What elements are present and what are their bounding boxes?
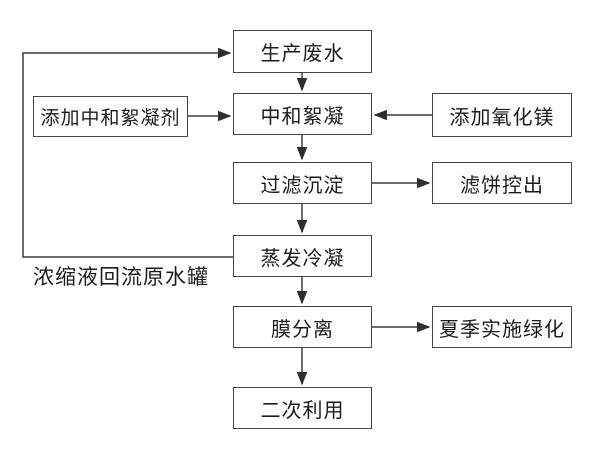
recycle-loop-annotation: 浓缩液回流原水罐 [33, 265, 209, 289]
node-evaporation-condensation: 蒸发冷凝 [233, 235, 372, 277]
node-membrane-separation: 膜分离 [233, 306, 372, 348]
node-filtration-sedimentation: 过滤沉淀 [233, 162, 372, 204]
node-add-magnesium-oxide: 添加氧化镁 [432, 93, 572, 137]
node-neutralization-flocculation: 中和絮凝 [233, 93, 372, 135]
node-add-neutralizing-flocculant: 添加中和絮凝剂 [33, 96, 188, 137]
node-filter-cake-discharge: 滤饼控出 [432, 162, 572, 204]
node-production-wastewater: 生产废水 [233, 30, 372, 73]
node-secondary-reuse: 二次利用 [233, 387, 372, 429]
node-summer-greening: 夏季实施绿化 [432, 306, 572, 348]
